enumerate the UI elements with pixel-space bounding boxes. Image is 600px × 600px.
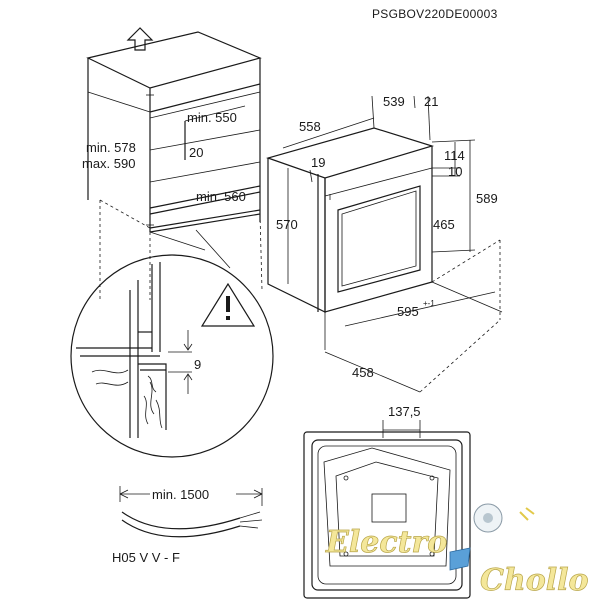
oven-height-total: 589 <box>476 191 498 206</box>
up-arrow-icon <box>126 27 154 51</box>
watermark-line1: Electro <box>325 525 447 560</box>
detail-clearance: 9 <box>194 357 201 372</box>
warning-triangle-icon <box>200 282 256 327</box>
oven-width: 595 <box>397 304 419 319</box>
detail-circle <box>70 229 274 458</box>
watermark-logo: Electro Chollo <box>325 503 589 598</box>
cabinet-niche <box>86 31 263 300</box>
oven-body <box>266 95 503 393</box>
oven-width-tolerance: +-1 <box>423 299 435 308</box>
cabinet-min-depth: min. 550 <box>187 110 237 125</box>
cabinet-min-width: min. 560 <box>196 189 246 204</box>
oven-inner-depth: 458 <box>352 365 374 380</box>
oven-top-offset: 19 <box>311 155 325 170</box>
oven-depth-body: 539 <box>383 94 405 109</box>
oven-fascia: 114 <box>444 148 465 163</box>
oven-depth-total: 558 <box>299 119 321 134</box>
cabinet-gap: 20 <box>189 145 203 160</box>
oven-panel-gap: 10 <box>448 164 462 179</box>
cable-type: H05 V V - F <box>112 550 180 565</box>
rear-panel-dimension: 137,5 <box>388 404 421 419</box>
oven-inner-height: 465 <box>433 217 455 232</box>
power-cable <box>119 486 263 538</box>
watermark-line2: Chollo <box>480 563 589 598</box>
rear-panel <box>303 420 471 599</box>
cable-length: min. 1500 <box>152 487 209 502</box>
document-code: PSGBOV220DE00003 <box>372 7 498 21</box>
oven-height: 570 <box>276 217 298 232</box>
cabinet-max-height: max. 590 <box>82 156 135 171</box>
wood-grain-icon <box>91 369 163 429</box>
cabinet-min-height: min. 578 <box>86 140 136 155</box>
oven-front-thickness: 21 <box>424 94 438 109</box>
